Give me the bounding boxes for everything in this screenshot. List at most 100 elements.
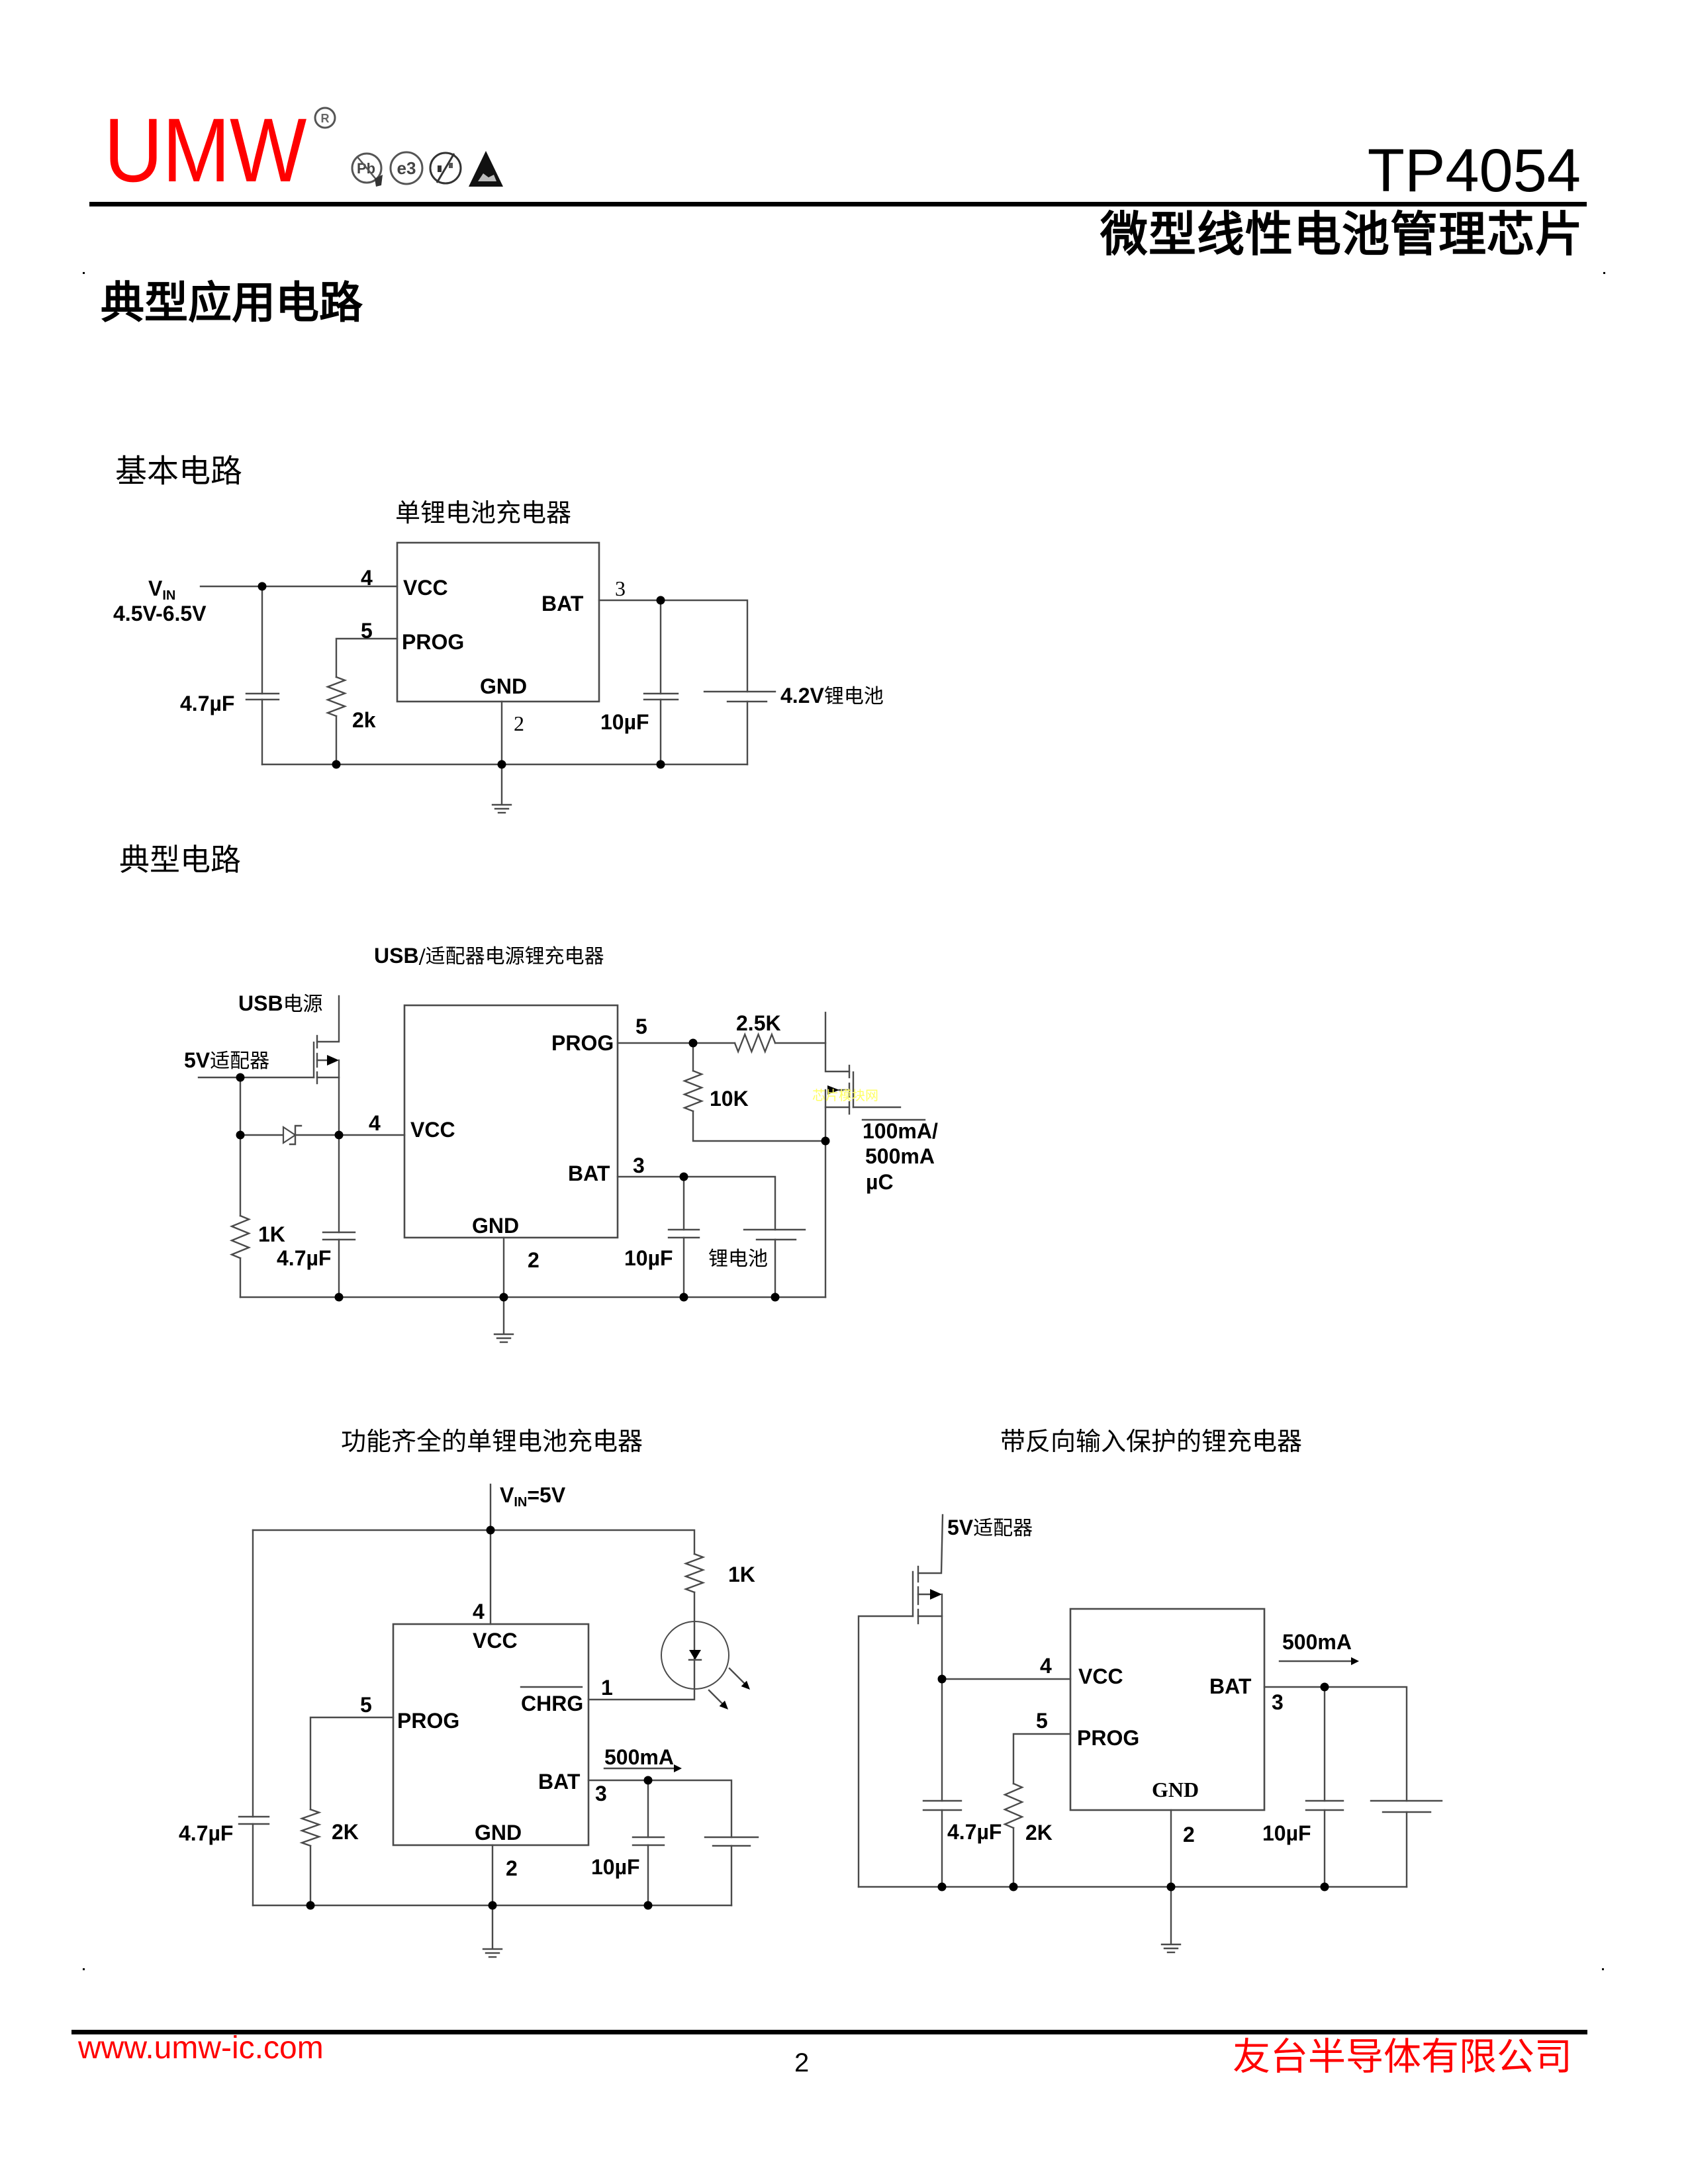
certification-icons: Pb e3: [351, 151, 503, 187]
bat-wire: [616, 1175, 776, 1231]
junction-dot: [643, 1776, 653, 1785]
vin-range-label: 4.5V-6.5V: [113, 602, 207, 625]
junction-dot: [937, 1882, 947, 1891]
reverse-protection-title: 带反向输入保护的锂充电器: [1000, 1427, 1302, 1456]
prog-resistor-value: 2k: [352, 708, 376, 732]
pin-name-prog: PROG: [402, 630, 464, 654]
pmos-arrow-icon: [327, 1055, 339, 1066]
pin-number-bat: 3: [595, 1782, 607, 1805]
prog-wire: [1012, 1733, 1072, 1785]
current-select-line1: 100mA/: [863, 1119, 938, 1143]
output-capacitor-value: 10µF: [624, 1246, 673, 1270]
lead-free-strike: [356, 156, 377, 181]
junction-dot: [771, 1293, 780, 1302]
output-capacitor: [1305, 1799, 1344, 1811]
junction-dot: [643, 1901, 653, 1910]
ic-tp4054: [1069, 1608, 1266, 1811]
pin-number-prog: 5: [360, 1693, 372, 1717]
vin-symbol: V: [500, 1483, 514, 1507]
website-link[interactable]: www.umw-ic.com: [78, 2030, 324, 2066]
pin-name-prog: PROG: [551, 1031, 614, 1055]
prog-wire: [335, 637, 399, 678]
pin-name-chrg: CHRG: [521, 1692, 583, 1715]
pin-number-prog: 5: [361, 619, 373, 643]
pulldown-resistor: [229, 1214, 252, 1259]
arrow-head-icon: [741, 1680, 750, 1690]
part-number: TP4054: [1367, 137, 1581, 205]
pin-number-prog: 5: [635, 1015, 647, 1038]
chrg-wire: [587, 1591, 696, 1701]
junction-dot: [1166, 1882, 1176, 1891]
usb-circuit-title: USB/适配器电源锂充电器: [374, 944, 604, 968]
prog-resistor: [1002, 1782, 1025, 1829]
crop-mark-bottom-left: [83, 1968, 85, 1970]
battery-symbol: [704, 1836, 759, 1847]
led-resistor-value: 1K: [728, 1563, 755, 1586]
junction-dot: [679, 1172, 688, 1181]
arrow-head-icon: [1351, 1657, 1359, 1665]
bat-wire: [587, 1779, 733, 1839]
pin-name-vcc: VCC: [1078, 1664, 1123, 1688]
company-name: 友台半导体有限公司: [1233, 2035, 1572, 2079]
junction-dot: [258, 582, 267, 591]
input-capacitor: [322, 1231, 356, 1241]
usb-adapter-circuit: USB/适配器电源锂充电器: [184, 944, 938, 1343]
footer-rule: [71, 2030, 1587, 2034]
pin-name-bat: BAT: [1209, 1674, 1252, 1698]
pin-name-vcc: VCC: [410, 1118, 455, 1142]
vin-subscript: IN: [514, 1495, 527, 1510]
arrow-head-icon: [674, 1764, 682, 1772]
vin-subscript: IN: [162, 588, 175, 603]
prog-series-resistor-value: 2.5K: [736, 1011, 781, 1035]
crop-mark-bottom-right: [1602, 1968, 1604, 1970]
usb-source-label: USB电源: [238, 991, 323, 1016]
pin-name-prog: PROG: [1077, 1726, 1139, 1750]
output-capacitor-value: 10µF: [1262, 1821, 1311, 1845]
adapter-label: 5V适配器: [947, 1516, 1033, 1540]
supply-rail: [252, 1529, 696, 1555]
registered-mark-icon: R: [314, 107, 336, 129]
input-capacitor: [245, 692, 280, 701]
adapter-prefix: 5V: [947, 1516, 974, 1539]
junction-dot: [937, 1674, 947, 1684]
esd-warning-icon: [469, 151, 503, 187]
input-capacitor: [922, 1799, 962, 1811]
pin-number-gnd: 2: [1183, 1823, 1195, 1846]
pin-number-bat: 3: [615, 576, 626, 600]
led-resistor: [683, 1553, 706, 1594]
lead-free-icon: Pb: [351, 152, 383, 187]
nmos-transistor: [824, 1011, 902, 1115]
microcontroller-label: µC: [866, 1170, 894, 1194]
junction-dot: [688, 1038, 698, 1048]
adapter-rest: 适配器: [210, 1050, 269, 1073]
ic-tp4054: [396, 541, 600, 703]
prog-resistor: [325, 676, 348, 717]
junction-dot: [679, 1293, 688, 1302]
charge-current-label: 500mA: [604, 1745, 674, 1769]
junction-dot: [1320, 1882, 1329, 1891]
pin-number-gnd: 2: [506, 1856, 518, 1880]
pin-number-chrg: 1: [601, 1676, 613, 1700]
bat-wire: [1263, 1686, 1408, 1802]
input-capacitor: [238, 1815, 270, 1825]
pin-number-vcc: 4: [361, 566, 373, 590]
prog-resistor: [682, 1069, 704, 1113]
usb-source-prefix: USB: [238, 991, 283, 1015]
e3-label: e3: [397, 158, 416, 178]
prog-resistor-value: 2K: [1025, 1821, 1053, 1844]
page-number: 2: [794, 2048, 810, 2077]
prog-resistor-lead: [692, 1110, 827, 1142]
page-title: 典型应用电路: [101, 277, 363, 328]
esd-hand: [478, 173, 496, 181]
registered-circle: [314, 107, 336, 129]
light-emission-arrow: [728, 1667, 747, 1686]
led-body: [661, 1621, 729, 1690]
prog-wire: [309, 1716, 395, 1811]
ic-tp4054: [392, 1623, 590, 1846]
junction-dot: [306, 1901, 315, 1910]
pmos-transistor: [912, 1514, 944, 1625]
basic-circuit-heading: 基本电路: [115, 453, 243, 490]
prog-resistor: [299, 1808, 322, 1847]
junction-dot: [334, 1293, 344, 1302]
